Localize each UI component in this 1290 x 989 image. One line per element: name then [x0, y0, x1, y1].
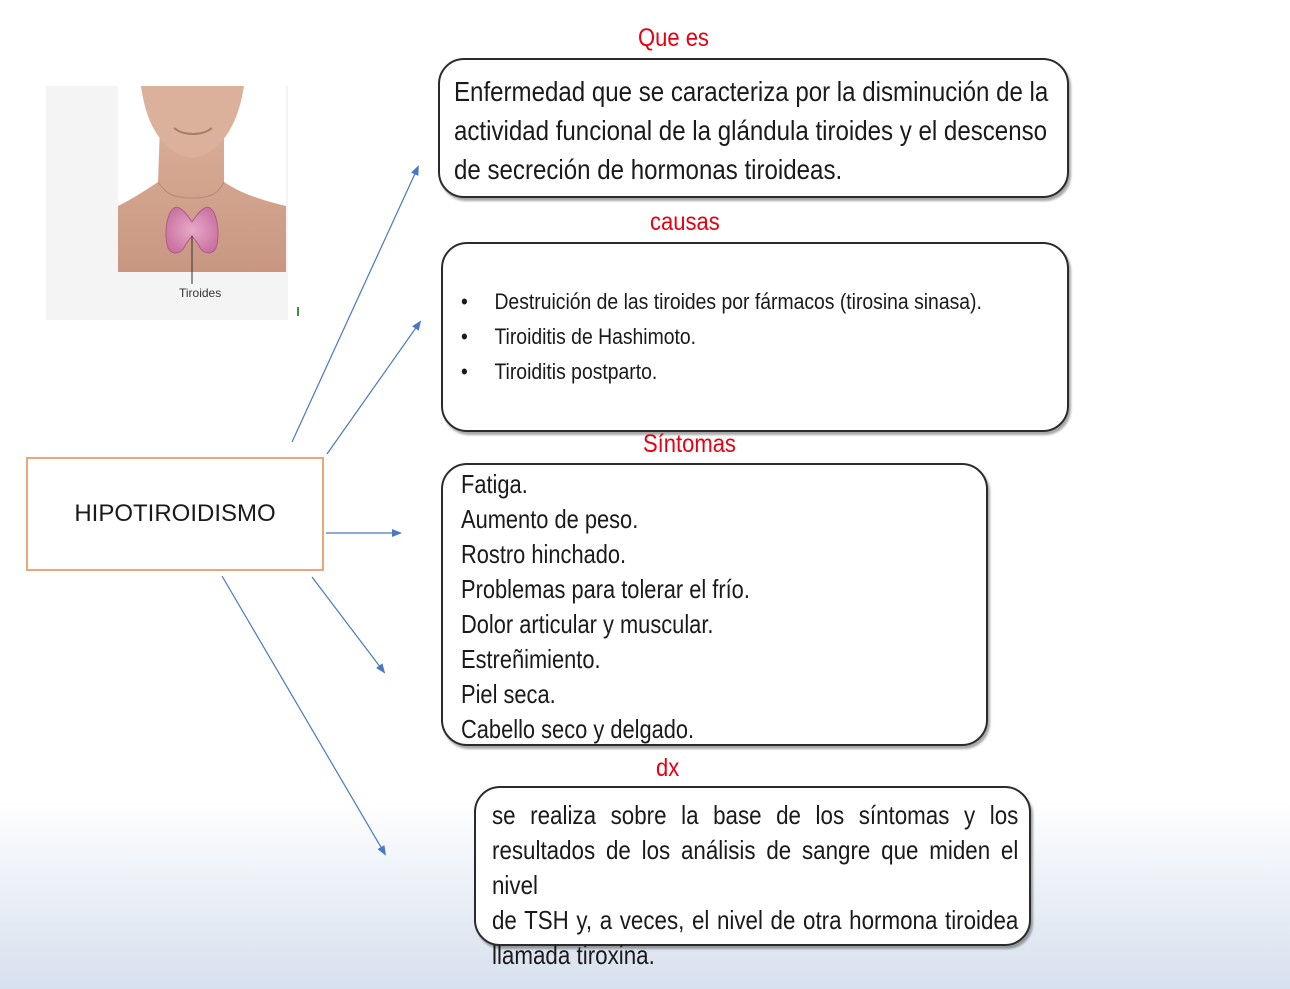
arrow-to-dx [221, 575, 387, 856]
list-item: Destruición de las tiroides por fármacos… [461, 284, 982, 319]
main-concept-label: HIPOTIROIDISMO [74, 500, 276, 527]
list-item: Problemas para tolerar el frío. [461, 574, 750, 604]
dx-line: llamada tiroxina. [492, 940, 655, 970]
heading-sintomas: Síntomas [643, 430, 736, 458]
dx-box: se realiza sobre la base de los síntomas… [474, 786, 1031, 970]
list-item: Estreñimiento. [461, 644, 601, 674]
dx-line: resultados de los análisis de sangre que… [492, 835, 1019, 900]
que-es-line: de secreción de hormonas tiroideas. [454, 154, 843, 185]
thyroid-caption: Tiroides [179, 286, 222, 300]
marker-tick [297, 307, 299, 316]
dx-line: se realiza sobre la base de los síntomas… [492, 800, 1019, 830]
list-item: Tiroiditis postparto. [461, 354, 982, 389]
que-es-line: Enfermedad que se caracteriza por la dis… [454, 76, 1049, 107]
que-es-line: actividad funcional de la glándula tiroi… [454, 115, 1048, 146]
thyroid-illustration: Tiroides [46, 86, 288, 320]
arrow-to-que-es [291, 165, 419, 443]
heading-que-es: Que es [638, 24, 709, 52]
heading-causas: causas [650, 208, 720, 236]
dx-text: se realiza sobre la base de los síntomas… [492, 798, 1018, 973]
arrow-to-sintomas-lower [311, 576, 386, 674]
list-item: Dolor articular y muscular. [461, 609, 714, 639]
arrow-to-causas [326, 320, 422, 455]
list-item: Piel seca. [461, 679, 556, 709]
causas-box: Destruición de las tiroides por fármacos… [441, 242, 1069, 432]
que-es-text: Enfermedad que se caracteriza por la dis… [454, 72, 1053, 189]
dx-line: de TSH y, a veces, el nivel de otra horm… [492, 905, 1019, 935]
sintomas-box: Fatiga. Aumento de peso. Rostro hinchado… [441, 463, 988, 746]
list-item: Tiroiditis de Hashimoto. [461, 319, 982, 354]
list-item: Fatiga. [461, 469, 528, 499]
sintomas-list: Fatiga. Aumento de peso. Rostro hinchado… [461, 467, 805, 747]
list-item: Cabello seco y delgado. [461, 714, 695, 744]
heading-dx: dx [656, 754, 680, 782]
list-item: Aumento de peso. [461, 504, 639, 534]
que-es-box: Enfermedad que se caracteriza por la dis… [438, 58, 1069, 198]
neck-thyroid-icon [118, 86, 286, 284]
list-item: Rostro hinchado. [461, 539, 627, 569]
main-concept-box: HIPOTIROIDISMO [26, 457, 324, 571]
causas-list: Destruición de las tiroides por fármacos… [461, 284, 1053, 389]
